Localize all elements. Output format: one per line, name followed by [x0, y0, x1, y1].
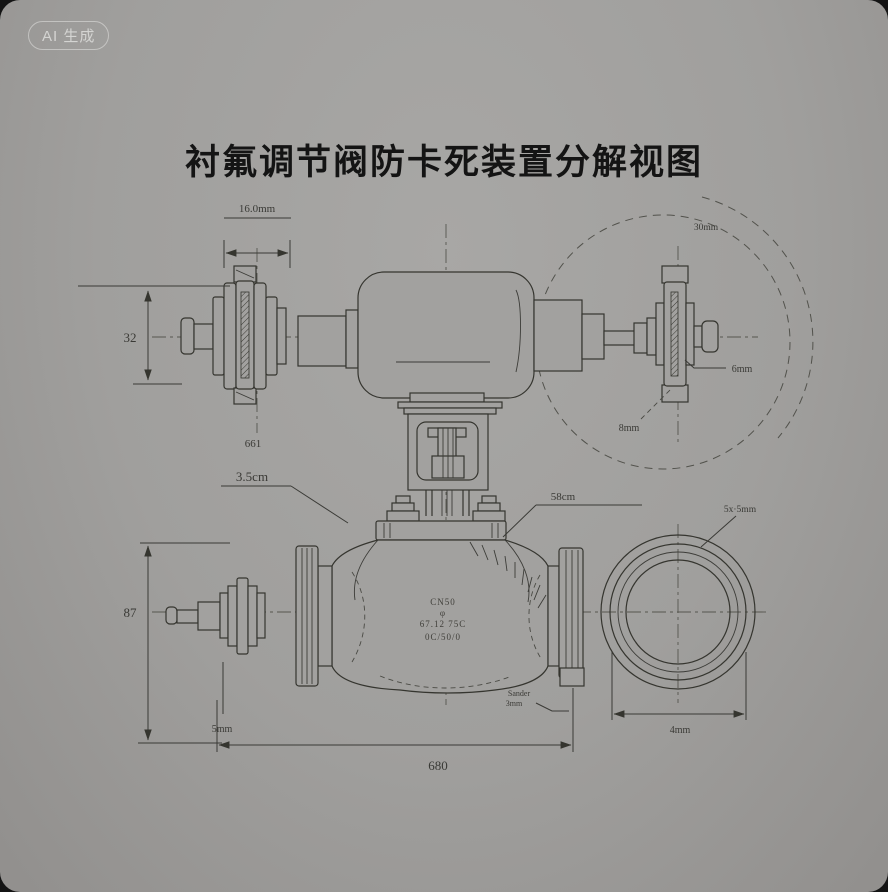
dim-label-bolt-holes: 5x·5mm	[724, 505, 757, 515]
note-label-1: Sander	[508, 689, 531, 698]
dim-label-port: 5mm	[212, 724, 233, 735]
body-mark-4: 0C/50/0	[425, 632, 461, 642]
dim-label-upper-height: 32	[124, 330, 137, 345]
ai-generated-badge: AI 生成	[28, 21, 110, 50]
dim-label-top-width: 16.0mm	[239, 203, 276, 215]
dim-label-bonnet: 58cm	[551, 491, 576, 503]
dim-label-flange-bore: 4mm	[670, 725, 691, 736]
dimension-annotations: 16.0mm 32 661 3.5cm 30mm 6mm 8mm 58cm	[78, 203, 757, 773]
upper-assembly-drawing	[180, 265, 719, 415]
dim-label-wheel-shaft: 6mm	[732, 364, 753, 375]
body-mark-3: 67.12 75C	[420, 619, 467, 629]
body-mark-2: φ	[440, 608, 446, 618]
valve-body-drawing: CN50 φ 67.12 75C 0C/50/0	[165, 495, 585, 694]
body-hatch-fan	[469, 541, 547, 609]
flange-end-view	[600, 534, 756, 690]
page-title: 衬氟调节阀防卡死装置分解视图	[184, 143, 703, 182]
dim-label-body-height: 87	[124, 605, 138, 620]
note-label-2: 3mm	[506, 699, 523, 708]
part-number-label: 661	[245, 438, 262, 450]
dim-label-circle-radius: 30mm	[694, 223, 719, 233]
dim-label-stem: 3.5cm	[236, 469, 268, 484]
dim-label-wheel-lower: 8mm	[619, 423, 640, 434]
body-mark-1: CN50	[430, 597, 456, 607]
yoke-stem-drawing	[407, 413, 489, 516]
dim-label-total-width: 680	[428, 758, 448, 773]
